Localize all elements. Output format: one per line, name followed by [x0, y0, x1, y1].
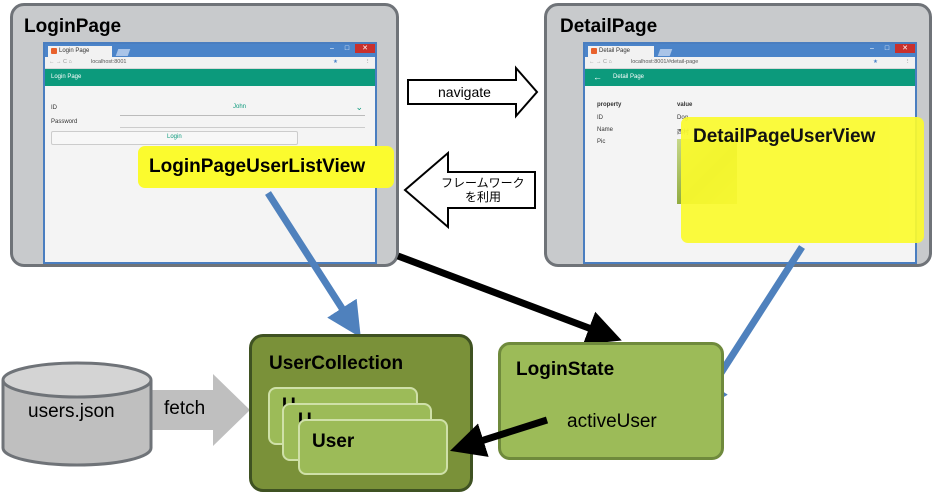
menu-dots-icon[interactable]: ⋮: [905, 59, 911, 65]
row-property: Pic: [597, 139, 606, 145]
navigate-arrow: [407, 65, 539, 119]
user-card: User: [298, 419, 448, 475]
framework-label-line1: フレームワーク: [441, 176, 525, 190]
nav-arrows-icon[interactable]: ← → C ⌂: [589, 59, 612, 65]
users-json-label: users.json: [28, 401, 115, 422]
login-state-title: LoginState: [516, 359, 615, 380]
tab-favicon-icon: [51, 48, 57, 54]
app-header: Login Page: [45, 69, 375, 86]
detail-page-user-view-label: DetailPageUserView: [681, 117, 924, 243]
star-icon[interactable]: ★: [333, 59, 338, 65]
list-view-to-collection-arrow: [265, 191, 361, 338]
password-field[interactable]: [120, 117, 365, 128]
url-text: localhost:8001: [91, 59, 127, 65]
login-button[interactable]: Login: [51, 131, 298, 145]
row-property: Name: [597, 127, 614, 133]
framework-arrow: [403, 150, 536, 230]
tab-favicon-icon: [591, 48, 597, 54]
login-page-title: LoginPage: [24, 16, 122, 37]
chevron-down-icon: ⌄: [355, 102, 363, 112]
maximize-icon[interactable]: □: [344, 45, 350, 52]
database-cylinder-icon: [1, 361, 153, 467]
id-select[interactable]: John ⌄: [120, 102, 365, 116]
close-icon[interactable]: ✕: [895, 44, 915, 53]
table-header-value: value: [677, 102, 693, 108]
url-text: localhost:8001/#detail-page: [631, 59, 699, 65]
minimize-icon[interactable]: –: [330, 45, 334, 52]
close-icon[interactable]: ✕: [355, 44, 375, 53]
star-icon[interactable]: ★: [873, 59, 878, 65]
detail-page-title: DetailPage: [560, 16, 658, 37]
address-bar[interactable]: ← → C ⌂ localhost:8001/#detail-page ★ ⋮: [585, 57, 915, 69]
table-header-property: property: [597, 102, 622, 108]
login-page-user-list-view-label: LoginPageUserListView: [138, 146, 394, 188]
login-state-box: LoginState activeUser: [498, 342, 724, 460]
browser-tab[interactable]: Detail Page: [588, 46, 654, 57]
minimize-icon[interactable]: –: [870, 45, 874, 52]
back-arrow-icon[interactable]: ←: [593, 72, 602, 82]
navigate-label: navigate: [438, 84, 491, 100]
maximize-icon[interactable]: □: [884, 45, 890, 52]
address-bar[interactable]: ← → C ⌂ localhost:8001 ★ ⋮: [45, 57, 375, 69]
id-label: ID: [51, 105, 57, 111]
fetch-label: fetch: [164, 398, 206, 419]
row-property: ID: [597, 115, 603, 121]
login-page-to-state-arrow: [396, 252, 622, 345]
password-label: Password: [51, 119, 78, 125]
user-collection-box: UserCollection U U User: [249, 334, 473, 492]
user-collection-title: UserCollection: [269, 353, 404, 374]
browser-tab[interactable]: Login Page: [48, 46, 112, 57]
nav-arrows-icon[interactable]: ← → C ⌂: [49, 59, 72, 65]
active-user-to-user-arrow: [449, 416, 549, 457]
menu-dots-icon[interactable]: ⋮: [365, 59, 371, 65]
framework-label-line2: を利用: [465, 190, 502, 204]
app-header: ← Detail Page: [585, 69, 915, 86]
active-user-field: activeUser: [567, 411, 657, 432]
fetch-arrow: [150, 374, 250, 446]
